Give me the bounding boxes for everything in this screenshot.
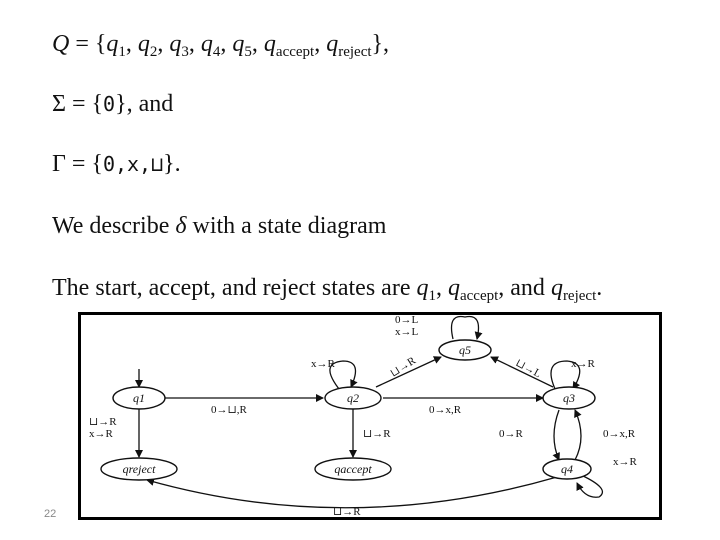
self-loop-q2 xyxy=(329,360,358,390)
gamma-definition: Γ = {0,x,⊔}. xyxy=(52,151,181,177)
state-q2 xyxy=(324,386,382,410)
label-q4-qreject: ⊔→R xyxy=(333,506,361,517)
edge-q3-q5 xyxy=(490,356,554,388)
label-q4-self: x→R xyxy=(613,456,638,468)
state-diagram: q1 q2 q3 q4 q5 qreject qaccept 0→L x→L x… xyxy=(78,312,662,520)
edge-q2-q5 xyxy=(375,356,442,388)
label-q2-q3: 0→x,R xyxy=(429,404,462,416)
state-q4 xyxy=(542,458,592,480)
state-q3 xyxy=(542,386,596,410)
label-q2-qaccept: ⊔→R xyxy=(363,428,391,440)
describe-delta-text: We describe δ with a state diagram xyxy=(52,213,387,239)
state-q1 xyxy=(112,386,166,410)
label-q3-q5: ⊔→L xyxy=(514,357,544,380)
self-loop-q5 xyxy=(450,315,483,340)
sigma-definition: Σ = {0}, and xyxy=(52,91,174,117)
label-q1-qreject-2: x→R xyxy=(89,428,114,440)
label-q3-self: x→R xyxy=(571,358,596,370)
state-label-q3: q3 xyxy=(563,391,575,405)
label-q5-self: 0→L xyxy=(395,315,419,326)
edge-q3-q4 xyxy=(552,409,560,461)
state-q5 xyxy=(438,339,492,361)
label-q2-self: x→R xyxy=(311,358,336,370)
label-q5-self-2: x→L xyxy=(395,326,419,338)
label-q3-q4: 0→R xyxy=(499,428,524,440)
state-label-q5: q5 xyxy=(459,343,471,357)
state-label-qaccept: qaccept xyxy=(334,462,372,476)
state-label-qreject: qreject xyxy=(123,462,157,476)
state-label-q2: q2 xyxy=(347,391,359,405)
state-qreject xyxy=(100,457,178,481)
label-q4-q3: 0→x,R xyxy=(603,428,636,440)
label-q1-q2: 0→⊔,R xyxy=(211,404,247,416)
state-qaccept xyxy=(314,457,392,481)
state-label-q1: q1 xyxy=(133,391,145,405)
page-number: 22 xyxy=(44,508,57,520)
edge-q4-q3 xyxy=(574,409,582,461)
start-accept-reject-text: The start, accept, and reject states are… xyxy=(52,275,603,304)
self-loop-q4 xyxy=(576,474,604,498)
label-q2-q5: ⊔→R xyxy=(388,354,418,379)
self-loop-q3 xyxy=(550,360,581,390)
q-definition: Q = {q1, q2, q3, q4, q5, qaccept, qrejec… xyxy=(52,31,390,60)
edge-q4-qreject xyxy=(146,476,558,509)
state-label-q4: q4 xyxy=(561,462,573,476)
label-q1-qreject: ⊔→R xyxy=(89,416,117,428)
